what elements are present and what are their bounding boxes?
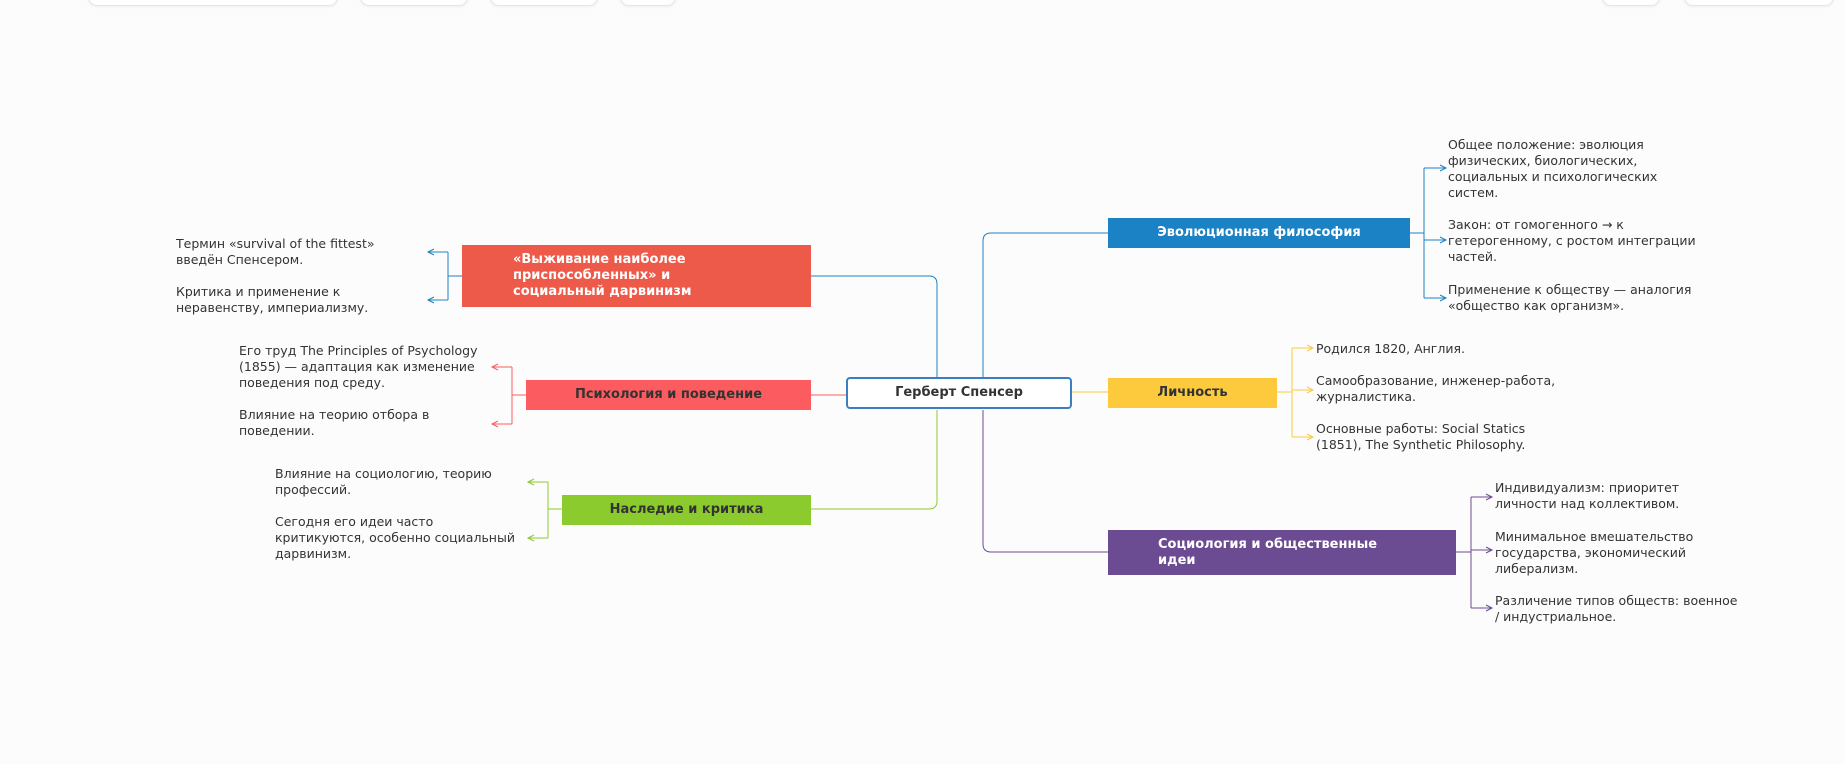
branch-psychology-label: Психология и поведение	[574, 387, 763, 402]
note-evolution-society[interactable]: Применение к обществу — аналогия «общест…	[1448, 282, 1692, 313]
branch-personality[interactable]: Личность	[1108, 378, 1277, 408]
bracket-psychology	[490, 363, 526, 428]
bracket-evolution	[1410, 164, 1448, 302]
note-survival-term[interactable]: Термин «survival of the fittest» введён …	[176, 236, 375, 267]
note-sociology-types[interactable]: Различение типов обществ: военное / инду…	[1495, 593, 1738, 624]
bracket-legacy	[526, 478, 562, 542]
branch-psychology[interactable]: Психология и поведение	[526, 380, 811, 410]
bracket-personality	[1277, 344, 1315, 441]
note-survival-criticism[interactable]: Критика и применение к неравенству, импе…	[176, 284, 369, 315]
bracket-sociology	[1456, 493, 1494, 612]
note-legacy-influence[interactable]: Влияние на социологию, теорию профессий.	[275, 466, 492, 497]
note-evolution-law[interactable]: Закон: от гомогенного → к гетерогенному,…	[1448, 217, 1696, 264]
branch-legacy[interactable]: Наследие и критика	[562, 495, 811, 525]
branch-legacy-label: Наследие и критика	[609, 502, 764, 517]
note-sociology-state[interactable]: Минимальное вмешательство государства, э…	[1495, 529, 1694, 576]
branch-evolution[interactable]: Эволюционная философия	[1108, 218, 1410, 248]
note-psychology-principles[interactable]: Его труд The Principles of Psychology (1…	[239, 343, 478, 390]
branch-evolution-label: Эволюционная философия	[1157, 225, 1361, 240]
root-node[interactable]: Герберт Спенсер	[846, 377, 1072, 409]
branch-sociology[interactable]: Социология и общественные идеи	[1108, 530, 1456, 575]
branch-survival-of-fittest[interactable]: «Выживание наиболее приспособленных» и с…	[462, 245, 811, 307]
note-evolution-general[interactable]: Общее положение: эволюция физических, би…	[1448, 137, 1658, 200]
edge-root-survival	[811, 275, 938, 378]
branch-personality-label: Личность	[1157, 385, 1228, 400]
note-personality-works[interactable]: Основные работы: Social Statics (1851), …	[1316, 421, 1526, 452]
note-personality-education[interactable]: Самообразование, инженер-работа, журнали…	[1316, 373, 1556, 404]
edge-root-evolution	[982, 232, 1108, 378]
edge-root-sociology	[982, 410, 1108, 553]
bracket-survival	[426, 248, 462, 304]
branch-survival-label: «Выживание наиболее приспособленных» и с…	[513, 252, 692, 299]
note-personality-born[interactable]: Родился 1820, Англия.	[1316, 341, 1465, 356]
edge-root-legacy	[811, 410, 938, 510]
note-legacy-criticism[interactable]: Сегодня его идеи часто критикуются, особ…	[275, 514, 515, 561]
root-node-label: Герберт Спенсер	[895, 385, 1023, 400]
branch-sociology-label: Социология и общественные идеи	[1158, 536, 1378, 568]
note-psychology-influence[interactable]: Влияние на теорию отбора в поведении.	[239, 407, 430, 438]
note-sociology-individualism[interactable]: Индивидуализм: приоритет личности над ко…	[1495, 480, 1680, 511]
